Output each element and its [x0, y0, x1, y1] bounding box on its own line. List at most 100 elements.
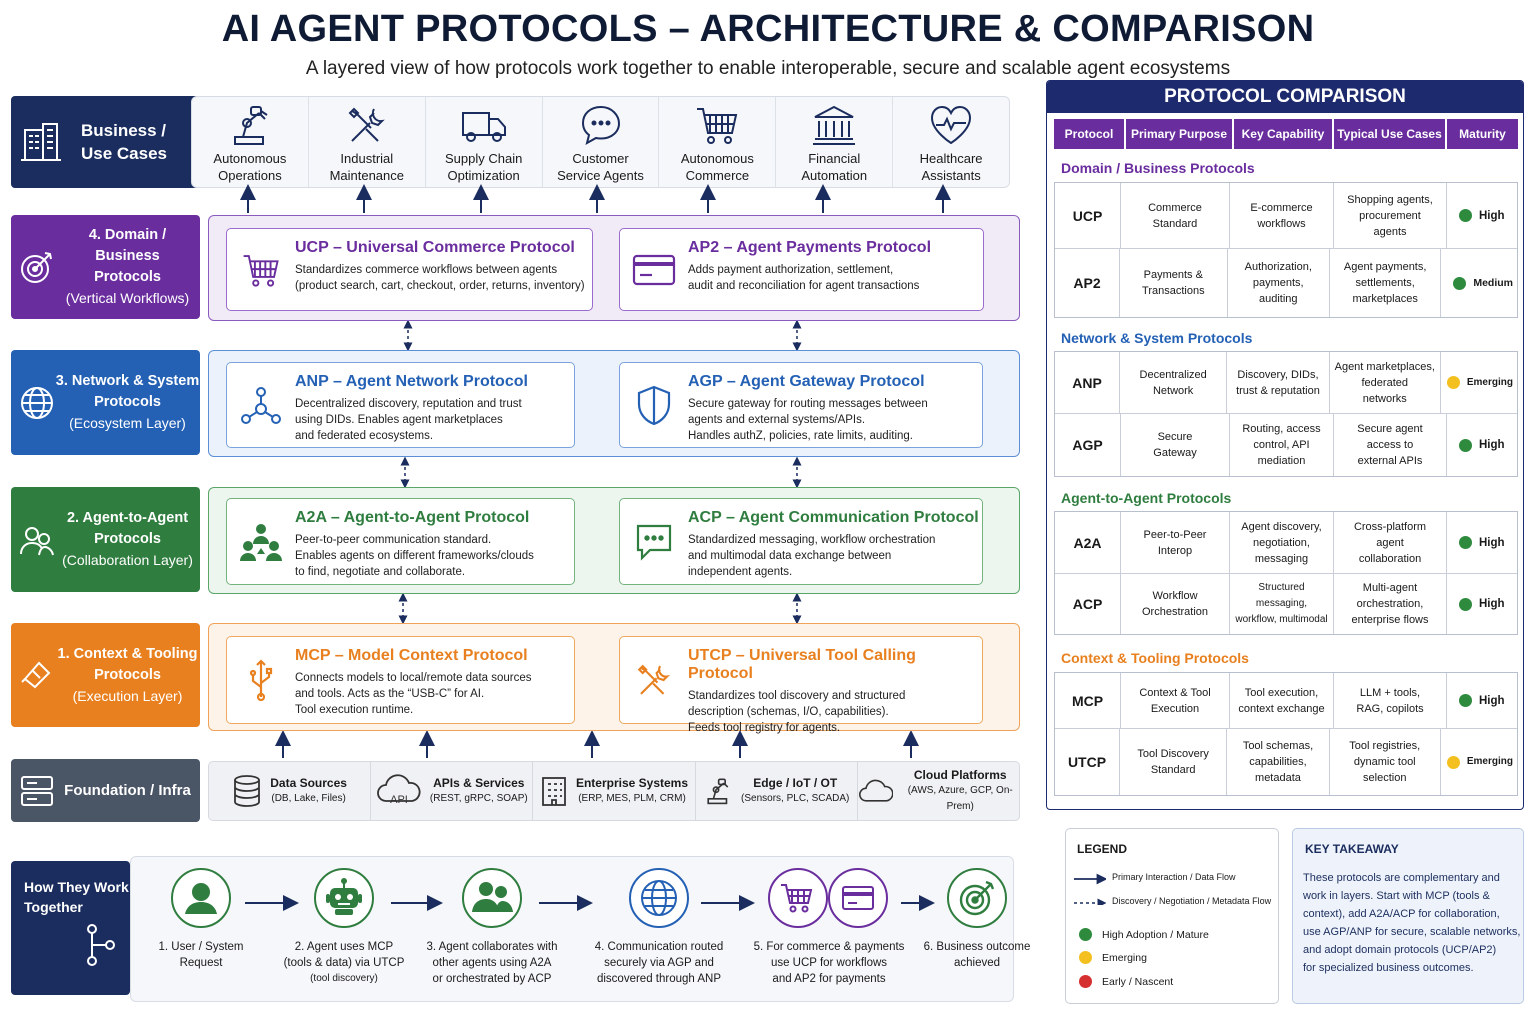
cell-text: dynamic tool — [1353, 756, 1416, 768]
group-title-domain: Domain / Business Protocols — [1061, 160, 1255, 176]
use-case-label: Optimization — [447, 168, 520, 183]
cell-text: trust & reputation — [1236, 384, 1320, 397]
how-step-text: 6. Business outcome — [923, 941, 1031, 953]
user-icon — [171, 868, 231, 928]
card-desc: Tool execution runtime. — [295, 704, 414, 716]
cell-text: E-commerce — [1250, 201, 1313, 214]
col-header-capability: Key Capability — [1234, 119, 1332, 149]
server-icon — [21, 775, 53, 806]
cell-text: control, API — [1253, 439, 1310, 451]
cell-text: RAG, copilots — [1356, 702, 1424, 715]
legend-dot-emerging — [1079, 951, 1092, 964]
card-abbr: ACP — [688, 509, 722, 526]
cell-text: Secure agent — [1357, 423, 1423, 435]
cell-text: Agent marketplaces, — [1334, 360, 1435, 373]
layer-a2a-line3: (Collaboration Layer) — [62, 552, 193, 568]
takeaway-line: and adopt domain protocols (UCP/AP2) — [1303, 944, 1497, 956]
maturity-label: High — [1479, 598, 1505, 610]
key-takeaway-panel: KEY TAKEAWAY These protocols are complem… — [1292, 828, 1524, 1004]
group-title-context: Context & Tooling Protocols — [1061, 650, 1249, 666]
row-protocol: A2A — [1055, 512, 1121, 573]
maturity-label: Medium — [1473, 277, 1513, 289]
cell-text: Structured — [1258, 582, 1305, 593]
cell-text: agents — [1373, 225, 1407, 238]
use-case-label: Commerce — [685, 168, 750, 183]
maturity-label: High — [1479, 209, 1505, 222]
building-icon — [21, 123, 61, 161]
globe-icon — [629, 868, 689, 928]
maturity-dot-high — [1453, 276, 1467, 290]
cell-text: networks — [1362, 392, 1407, 405]
card-abbr: MCP — [295, 647, 331, 664]
cell-text: workflows — [1257, 217, 1306, 230]
col-header-maturity: Maturity — [1447, 119, 1518, 149]
card-desc: Handles authZ, policies, rate limits, au… — [688, 430, 913, 442]
cell-text: Interop — [1157, 544, 1193, 557]
cell-text: auditing — [1258, 293, 1298, 305]
col-header-use-cases: Typical Use Cases — [1334, 119, 1445, 149]
layer-label-business: Business / Use Cases — [11, 96, 200, 188]
cell-text: payments, — [1252, 277, 1304, 289]
network-icon — [241, 387, 281, 424]
how-step-text: 5. For commerce & payments — [753, 941, 905, 953]
card-desc: (product search, cart, checkout, order, … — [295, 280, 585, 292]
foundation-title: Edge / IoT / OT — [753, 776, 838, 790]
card-desc: Standardizes tool discovery and structur… — [688, 690, 906, 702]
cloud-icon — [858, 779, 894, 802]
legend-dashed-label: Discovery / Negotiation / Metadata Flow — [1112, 896, 1272, 906]
table-row: AP2 Payments &Transactions Authorization… — [1055, 249, 1517, 317]
card-desc: and multimodal data exchange between — [688, 550, 892, 562]
card-desc: Enables agents on different frameworks/c… — [295, 550, 534, 562]
cell-text: negotiation, — [1253, 536, 1310, 549]
card-name: – Agent Payments Protocol — [719, 239, 932, 256]
card-name: – Model Context Protocol — [330, 647, 528, 664]
card-desc: Peer-to-peer communication standard. — [295, 534, 492, 546]
chat-icon — [581, 105, 620, 145]
cart-icon — [243, 254, 279, 287]
protocol-comparison-panel: PROTOCOL COMPARISON Protocol Primary Pur… — [1046, 80, 1524, 810]
cell-text: procurement — [1359, 209, 1421, 222]
cell-text: Decentralized — [1139, 368, 1207, 381]
card-abbr: UCP — [295, 239, 329, 256]
legend-dot-early — [1079, 975, 1092, 988]
legend-title: LEGEND — [1077, 842, 1128, 856]
cell-text: Tool execution, — [1244, 686, 1319, 699]
maturity-dot-emerging — [1446, 755, 1460, 769]
layer-a2a-line1: 2. Agent-to-Agent — [66, 510, 189, 526]
cell-text: Shopping agents, — [1347, 193, 1433, 206]
cart-payment-icon — [768, 868, 888, 928]
cell-text: external APIs — [1357, 455, 1423, 467]
group-title-a2a: Agent-to-Agent Protocols — [1061, 490, 1232, 506]
cell-text: mediation — [1257, 455, 1306, 467]
foundation-sub: (ERP, MES, PLM, CRM) — [578, 793, 686, 804]
cell-text: Secure — [1157, 431, 1193, 443]
layer-network-line1: 3. Network & System — [55, 373, 200, 389]
maturity-dot-emerging — [1446, 376, 1460, 389]
cell-text: Transactions — [1142, 285, 1205, 297]
cell-text: federated — [1361, 376, 1408, 389]
card-name: – Agent Communication Protocol — [721, 509, 979, 526]
cell-text: workflow, multimodal — [1235, 614, 1328, 625]
legend-panel: LEGEND Primary Interaction / Data Flow D… — [1065, 828, 1279, 1004]
cell-text: Context & Tool — [1139, 686, 1211, 699]
use-case-label: Autonomous — [213, 151, 287, 166]
maturity-label: Emerging — [1466, 376, 1513, 388]
building-icon — [542, 777, 566, 806]
cell-text: Agent discovery, — [1241, 520, 1322, 533]
legend-early-label: Early / Nascent — [1102, 976, 1174, 988]
cell-text: Multi-agent — [1362, 582, 1418, 594]
people-icon — [20, 526, 54, 555]
layer-a2a-line2: Protocols — [94, 531, 161, 547]
row-protocol: UCP — [1055, 183, 1121, 248]
maturity-dot-high — [1459, 209, 1472, 222]
